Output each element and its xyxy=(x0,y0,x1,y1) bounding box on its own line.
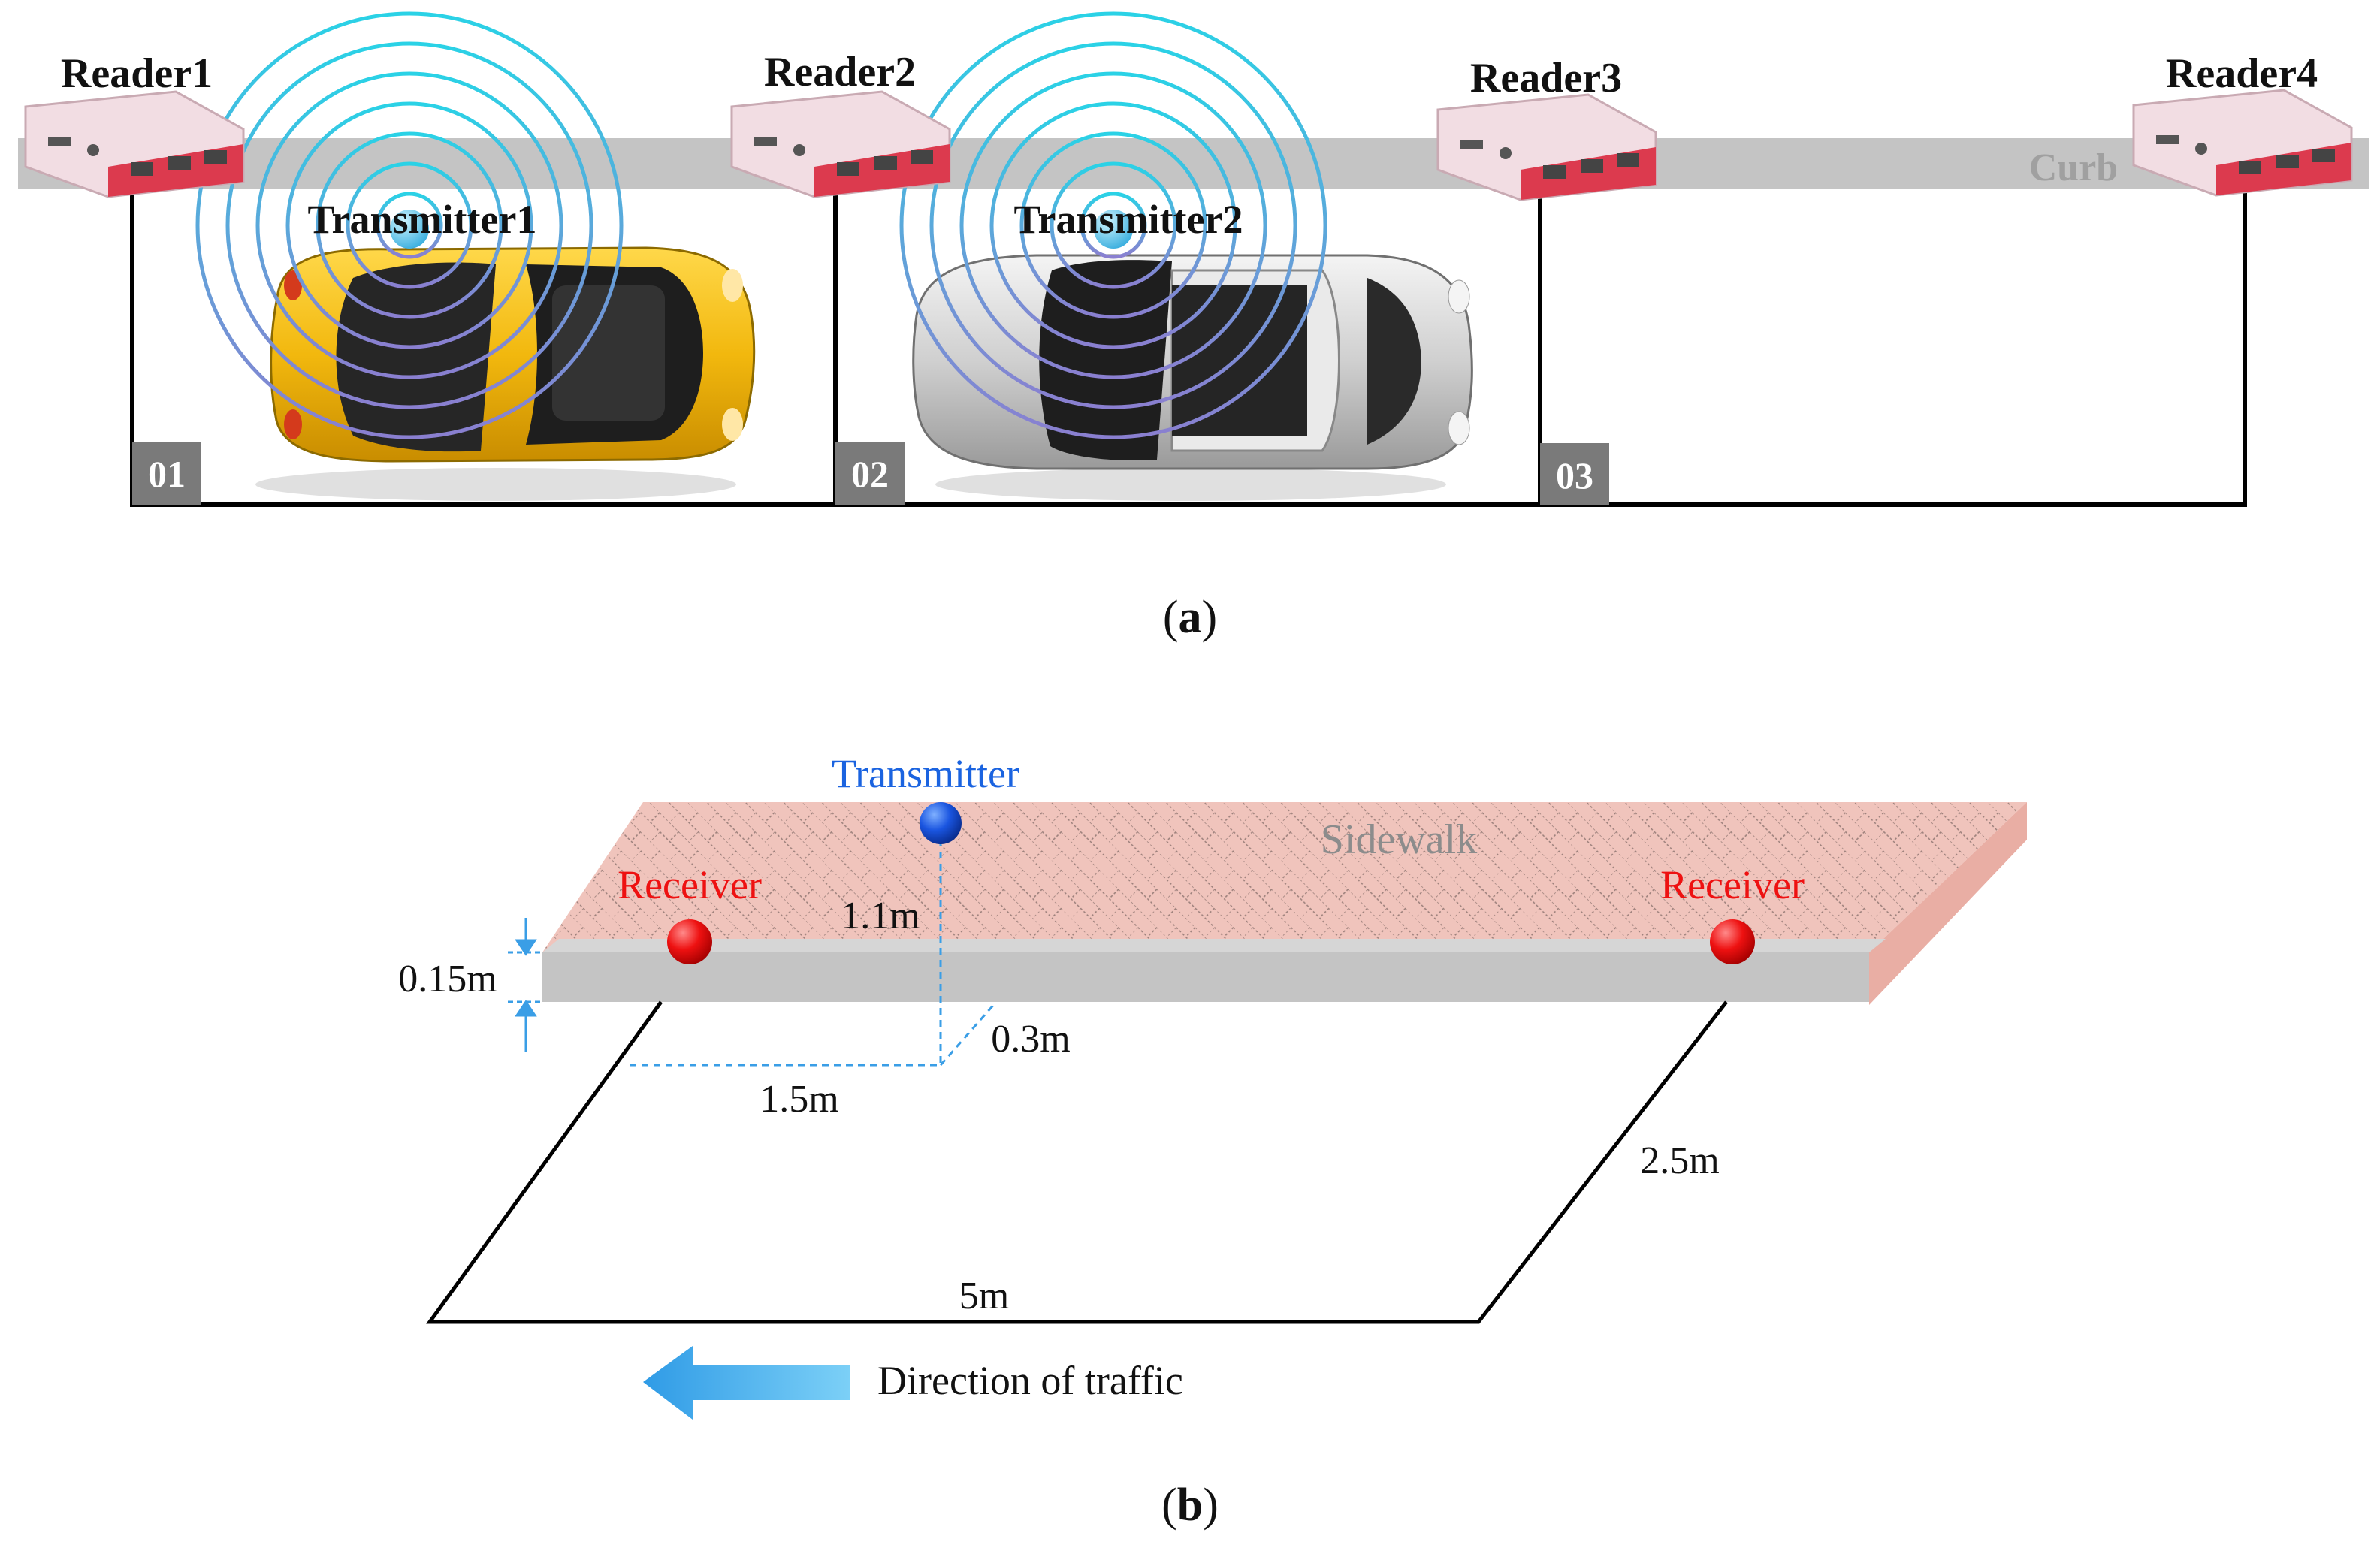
reader4-label: Reader4 xyxy=(2166,50,2318,97)
svg-text:03: 03 xyxy=(1556,454,1593,496)
receiver-right-label: Receiver xyxy=(1660,862,1805,907)
dim-tx-offset: 1.5m xyxy=(760,1078,838,1121)
silver-car xyxy=(912,254,1473,501)
spot-badge-03: 03 xyxy=(1540,443,1609,505)
dim-tx-depth: 0.3m xyxy=(991,1018,1070,1061)
spot-badge-02: 02 xyxy=(835,442,905,505)
signal-rings-1 xyxy=(195,11,624,439)
caption-b: (b) xyxy=(1161,1480,1219,1531)
reader3-device xyxy=(1436,93,1657,201)
reader1-label: Reader1 xyxy=(61,50,213,97)
svg-text:01: 01 xyxy=(148,453,186,495)
traffic-direction-arrow xyxy=(643,1346,850,1420)
yellow-car xyxy=(255,246,756,501)
curb-label: Curb xyxy=(2029,146,2118,189)
panel-a: Curb 01 02 03 xyxy=(18,11,2369,643)
reader4-device xyxy=(2132,89,2353,197)
dim-tx-height: 1.1m xyxy=(841,895,920,937)
parking-space-outline xyxy=(426,1000,1728,1324)
transmitter-label: Transmitter xyxy=(832,751,1019,796)
dim-curb-height: 0.15m xyxy=(398,958,497,1000)
dim-length: 5m xyxy=(959,1275,1009,1317)
reader3-label: Reader3 xyxy=(1470,55,1622,101)
svg-text:02: 02 xyxy=(851,453,889,495)
sidewalk-side xyxy=(1869,802,2027,1005)
curb-height-dimension xyxy=(508,918,544,1052)
projection-lines xyxy=(630,828,998,1067)
traffic-direction-label: Direction of traffic xyxy=(877,1358,1183,1403)
curb-b-top xyxy=(542,939,1886,952)
curb-b xyxy=(542,952,1869,1002)
signal-rings-2 xyxy=(899,11,1327,439)
panel-b: Sidewalk 0.15m Transmitter Receiver xyxy=(398,751,2027,1531)
reader1-device xyxy=(24,90,245,198)
reader2-label: Reader2 xyxy=(764,49,916,95)
spot-badge-01: 01 xyxy=(132,442,201,505)
sidewalk-label: Sidewalk xyxy=(1321,816,1477,863)
transmitter1-dot xyxy=(390,210,429,249)
transmitter2-label: Transmitter2 xyxy=(1014,197,1243,242)
receiver-right-dot xyxy=(1710,919,1755,964)
sidewalk xyxy=(542,802,2027,952)
transmitter1-label: Transmitter1 xyxy=(308,197,537,242)
receiver-left-dot xyxy=(667,919,712,964)
reader2-device xyxy=(730,90,951,198)
caption-a: (a) xyxy=(1163,592,1217,643)
transmitter-dot xyxy=(920,802,962,844)
dim-width: 2.5m xyxy=(1640,1139,1719,1182)
receiver-left-label: Receiver xyxy=(618,862,762,907)
transmitter2-dot xyxy=(1094,210,1133,249)
